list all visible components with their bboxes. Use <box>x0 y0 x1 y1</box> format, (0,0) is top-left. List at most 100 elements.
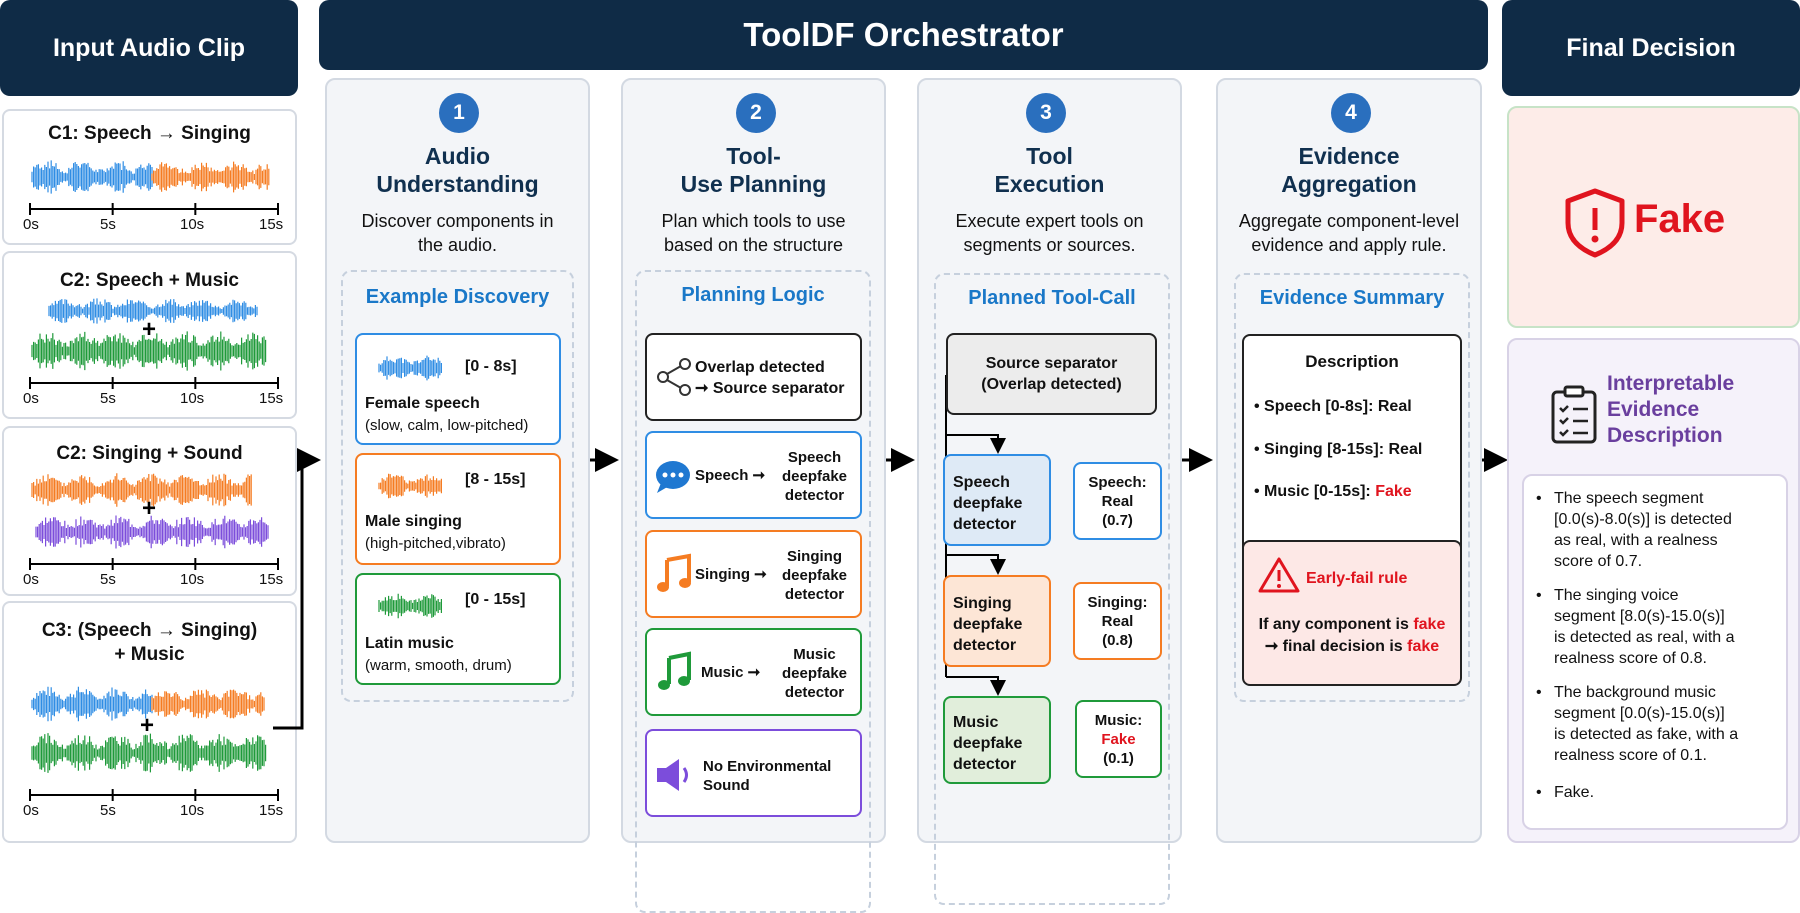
step-title: Evidence <box>1298 143 1400 169</box>
result-label: Music: <box>1094 712 1143 729</box>
rule-source: Speech ➞ <box>695 467 766 484</box>
step-title-line2: Execution <box>994 171 1105 197</box>
waveform-path <box>31 473 252 507</box>
step-description: Plan which tools to use <box>661 211 846 231</box>
axis-tick-label: 0s <box>23 390 39 407</box>
rule-source: Singing ➞ <box>695 566 767 583</box>
bullet-line: [0.0(s)-8.0(s)] is detected <box>1554 511 1732 528</box>
bullet-line: segment [8.0(s)-15.0(s)] <box>1554 608 1725 625</box>
step-title-part: Use <box>680 171 723 197</box>
no-env-line1: No Environmental <box>703 758 832 775</box>
clip-c1: C1: Speech → Singing 0s 5s 10s 15s <box>2 109 297 245</box>
step-number: 1 <box>439 93 479 133</box>
step-tool-use-planning: 2 Tool-Use Planning Plan which tools to … <box>621 78 886 913</box>
evidence-verdict: Real <box>1377 398 1412 415</box>
description-text: Fake. <box>1554 784 1595 801</box>
result-text: Singing:Real(0.8) <box>1075 593 1160 650</box>
orchestrator-header: ToolDF Orchestrator <box>319 0 1488 70</box>
time-range: [0 - 15s] <box>465 591 526 608</box>
box-title: Evidence Summary <box>1259 287 1445 309</box>
svg-text:+: + <box>142 316 156 343</box>
rule-source: Music ➞ <box>701 664 761 681</box>
singing-result-box: Singing:Real(0.8) <box>1073 582 1162 660</box>
svg-text:+: + <box>140 712 154 739</box>
detector-l1: Singing <box>953 595 1012 612</box>
step-tool-execution: 3 Tool Execution Execute expert tools on… <box>917 78 1182 905</box>
svg-text:+: + <box>142 495 156 522</box>
waveform: + <box>29 473 279 570</box>
step-audio-understanding: 1 Audio Understanding Discover component… <box>325 78 590 843</box>
clip-c2-sound: C2: Singing + Sound + 0s 5s 10s 15s <box>2 426 297 596</box>
source-separator-box: Source separator(Overlap detected) <box>946 333 1157 415</box>
description-title: Description <box>1305 352 1399 371</box>
waveform-path <box>31 160 153 194</box>
rule-target-l1: Speech <box>787 449 842 466</box>
step-evidence-aggregation: 4 Evidence Aggregation Aggregate compone… <box>1216 78 1482 843</box>
detector-l3: detector <box>953 637 1017 654</box>
axis-tick-label: 15s <box>259 571 284 588</box>
detector-l2: deepfake <box>953 735 1023 752</box>
evidence-verdict: Real <box>1388 441 1423 458</box>
waveform-icon <box>378 473 442 499</box>
music-note-icon <box>658 651 691 690</box>
final-decision-header: Final Decision <box>1502 0 1800 96</box>
separator-line1: Source separator <box>985 355 1118 372</box>
waveform-path <box>31 331 267 371</box>
waveform-path <box>378 355 442 381</box>
shield-alert-icon <box>1565 188 1625 258</box>
result-label: Singing: <box>1087 594 1148 611</box>
time-range: [8 - 15s] <box>465 471 526 488</box>
step-description: Discover components in <box>361 211 554 231</box>
clip-c2-music: C2: Speech + Music + 0s 5s 10s 15s <box>2 251 297 419</box>
discovery-item-singing: [8 - 15s] Male singing (high-pitched,vib… <box>355 453 561 565</box>
axis-tick-label: 5s <box>100 571 116 588</box>
rule-fake: fake <box>1407 638 1440 655</box>
waveform-path <box>31 686 153 722</box>
component-detail: (slow, calm, low-pitched) <box>365 417 529 434</box>
step-title: Audio <box>424 143 491 169</box>
interp-line1: Interpretable <box>1607 372 1735 395</box>
rule-source-label: Singing <box>695 566 750 583</box>
axis-tick-label: 0s <box>23 571 39 588</box>
step-description: Execute expert tools on <box>955 211 1144 231</box>
early-fail-card: Early-fail rule If any component is fake… <box>1242 540 1462 686</box>
share-nodes-icon <box>657 358 691 396</box>
rule-target-l3: detector <box>784 586 845 603</box>
bullet-line: The speech segment <box>1554 490 1704 507</box>
axis-tick-label: 10s <box>180 802 205 819</box>
step-description: Aggregate component-level <box>1238 211 1460 231</box>
component-detail: (high-pitched,vibrato) <box>365 535 506 552</box>
detector-l3: detector <box>953 516 1017 533</box>
early-fail-title: Early-fail rule <box>1306 570 1408 587</box>
rule-target-l2: deepfake <box>781 567 848 584</box>
component-label: Female speech <box>365 395 480 412</box>
step-description-line2: based on the structure <box>663 235 844 255</box>
clip-title: C2: Speech + Music <box>60 270 239 291</box>
step-title-line2: Understanding <box>376 171 539 197</box>
clip-title: C1: Speech → Singing <box>48 123 251 144</box>
step-title: Tool <box>1026 143 1073 169</box>
component-label: Male singing <box>365 513 462 530</box>
rule-part: If any component is <box>1258 616 1414 633</box>
overlap-line2: ➞ Source separator <box>695 380 845 397</box>
input-audio-clip-header: Input Audio Clip <box>0 0 298 96</box>
speaker-icon <box>657 759 688 791</box>
step-title-line2: Aggregation <box>1281 171 1417 197</box>
bullet-line: score of 0.7. <box>1554 553 1643 570</box>
discovery-item-speech: [0 - 8s] Female speech (slow, calm, low-… <box>355 333 561 445</box>
clip-c3: C3: (Speech → Singing) + Music + 0s 5s 1… <box>2 601 297 843</box>
evidence-item: • Singing [8-15s]: Real <box>1254 441 1423 458</box>
step-title-part: Tool- <box>726 143 781 169</box>
